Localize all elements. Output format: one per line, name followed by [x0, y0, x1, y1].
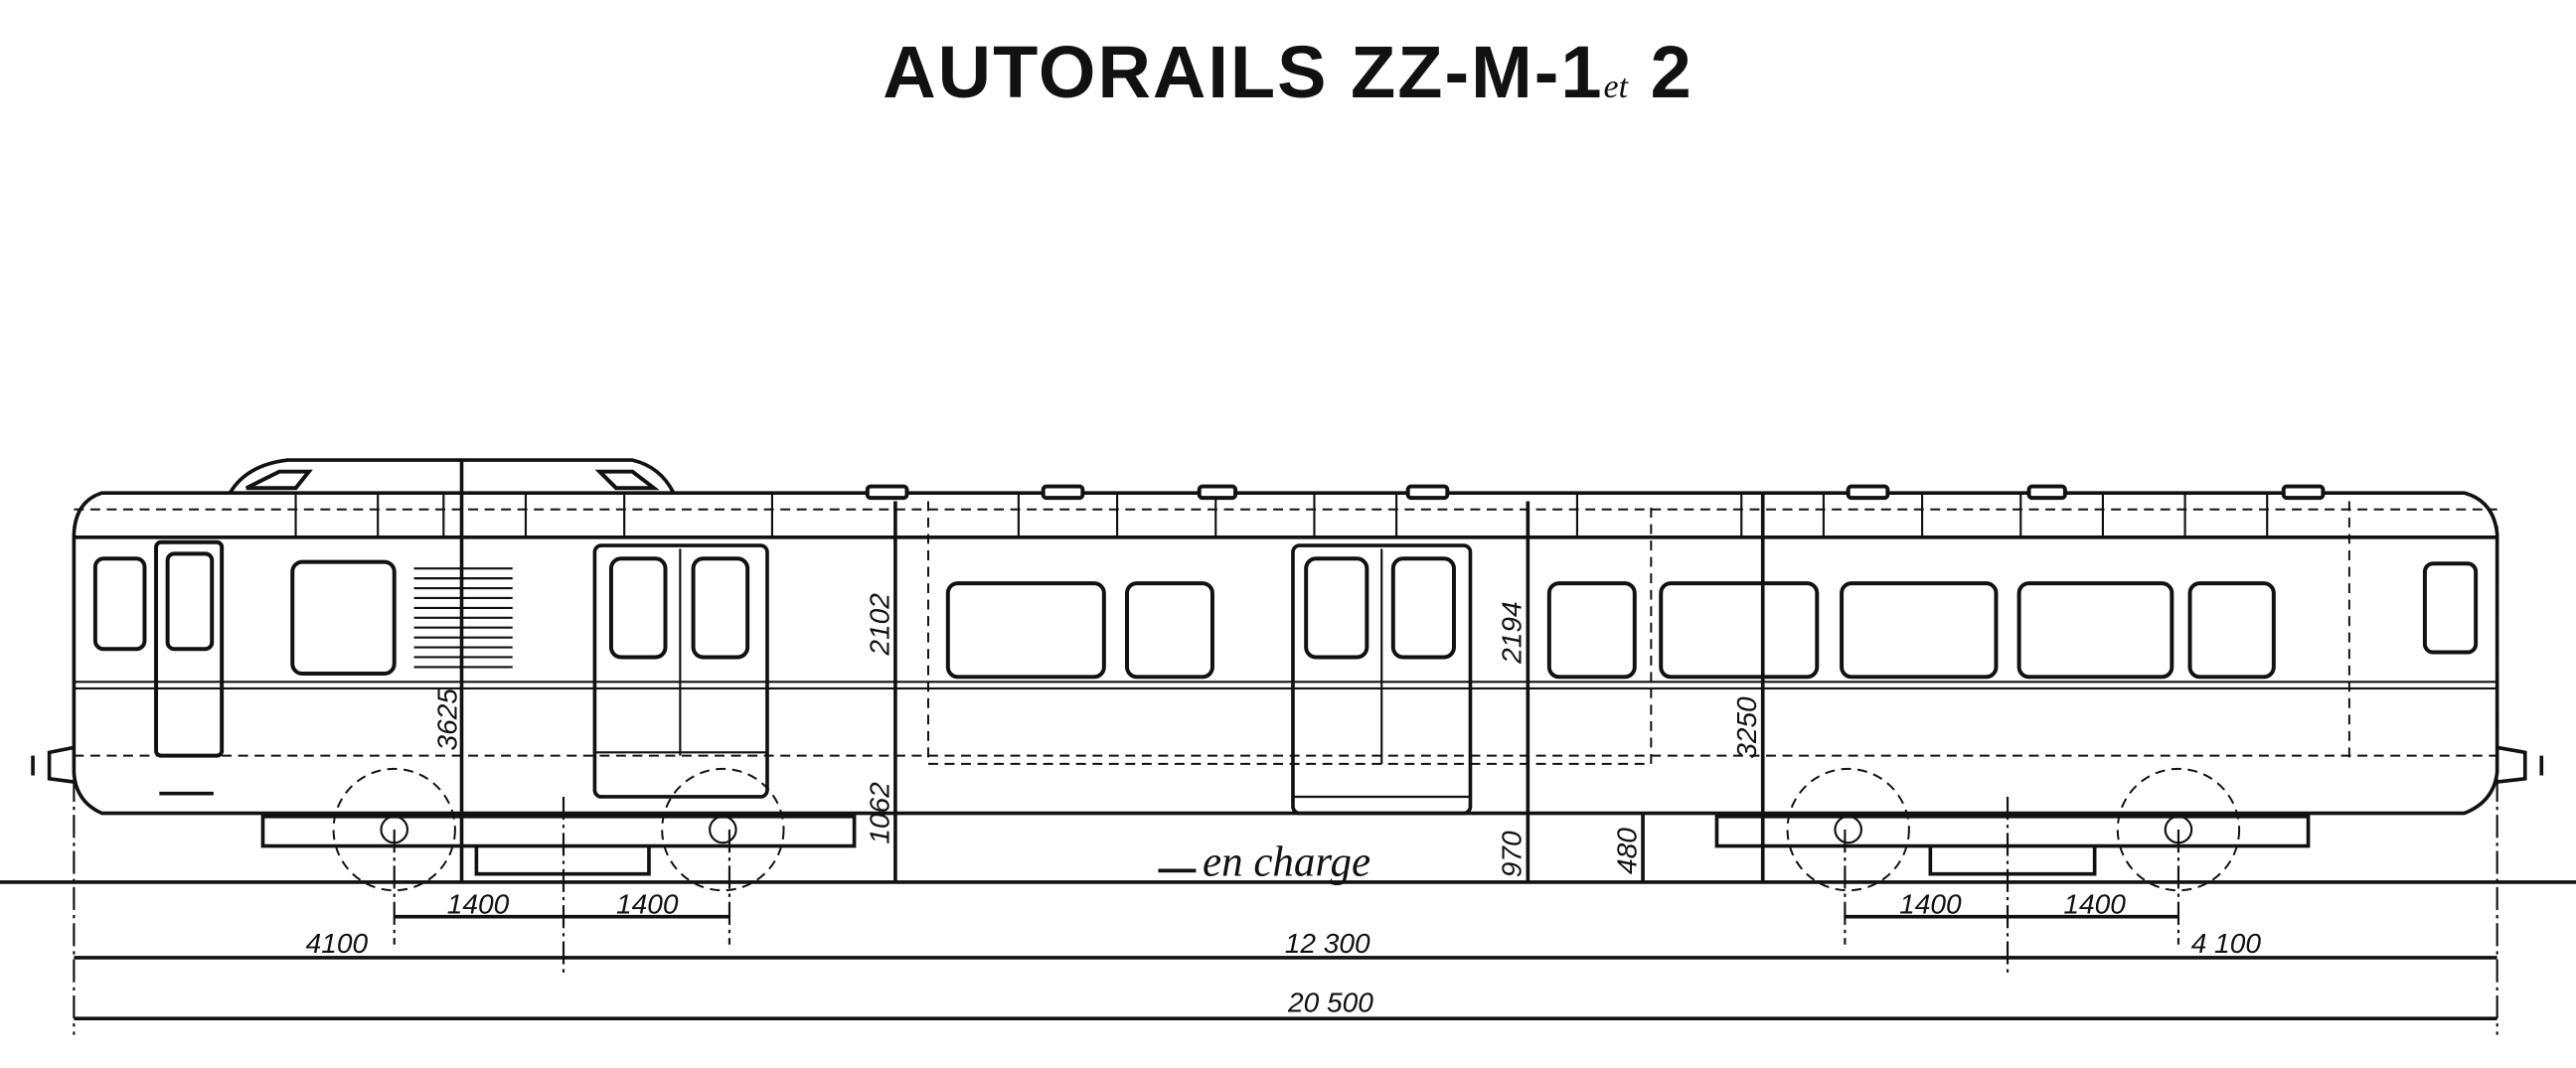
bogie-left — [260, 767, 857, 892]
door-front — [592, 543, 769, 799]
dim-floor2-height: 970 — [1497, 831, 1528, 877]
dim-bogie-left-b: 1400 — [616, 888, 679, 919]
dim-cab-roof-height: 3625 — [432, 688, 463, 751]
dim-bogie-right-a: 1400 — [1899, 888, 1962, 919]
dim-step-height: 480 — [1611, 828, 1642, 874]
dim-door1-height: 2102 — [864, 593, 894, 657]
drawing-title: AUTORAILS ZZ-M-1et 2 — [0, 30, 2576, 114]
car-body — [31, 458, 2544, 816]
dim-roof-height: 3250 — [1731, 696, 1762, 759]
dim-bogie-left-a: 1400 — [447, 888, 510, 919]
title-main: AUTORAILS ZZ-M-1 — [883, 31, 1604, 113]
dim-door2-height: 2194 — [1497, 601, 1528, 665]
dim-floor1-height: 1062 — [864, 782, 894, 844]
bogie-right — [1714, 767, 2311, 892]
dim-bogie-right-b: 1400 — [2063, 888, 2126, 919]
title-conjunction: et — [1603, 69, 1629, 105]
dim-overhang-right: 4 100 — [2191, 928, 2262, 959]
title-tail: 2 — [1650, 31, 1693, 113]
dim-bogie-centers: 12 300 — [1285, 928, 1370, 959]
dim-overall-length: 20 500 — [1287, 988, 1373, 1018]
dim-overhang-left: 4100 — [306, 928, 369, 959]
door-center — [1291, 543, 1473, 816]
en-charge-annotation: en charge — [1203, 839, 1370, 885]
